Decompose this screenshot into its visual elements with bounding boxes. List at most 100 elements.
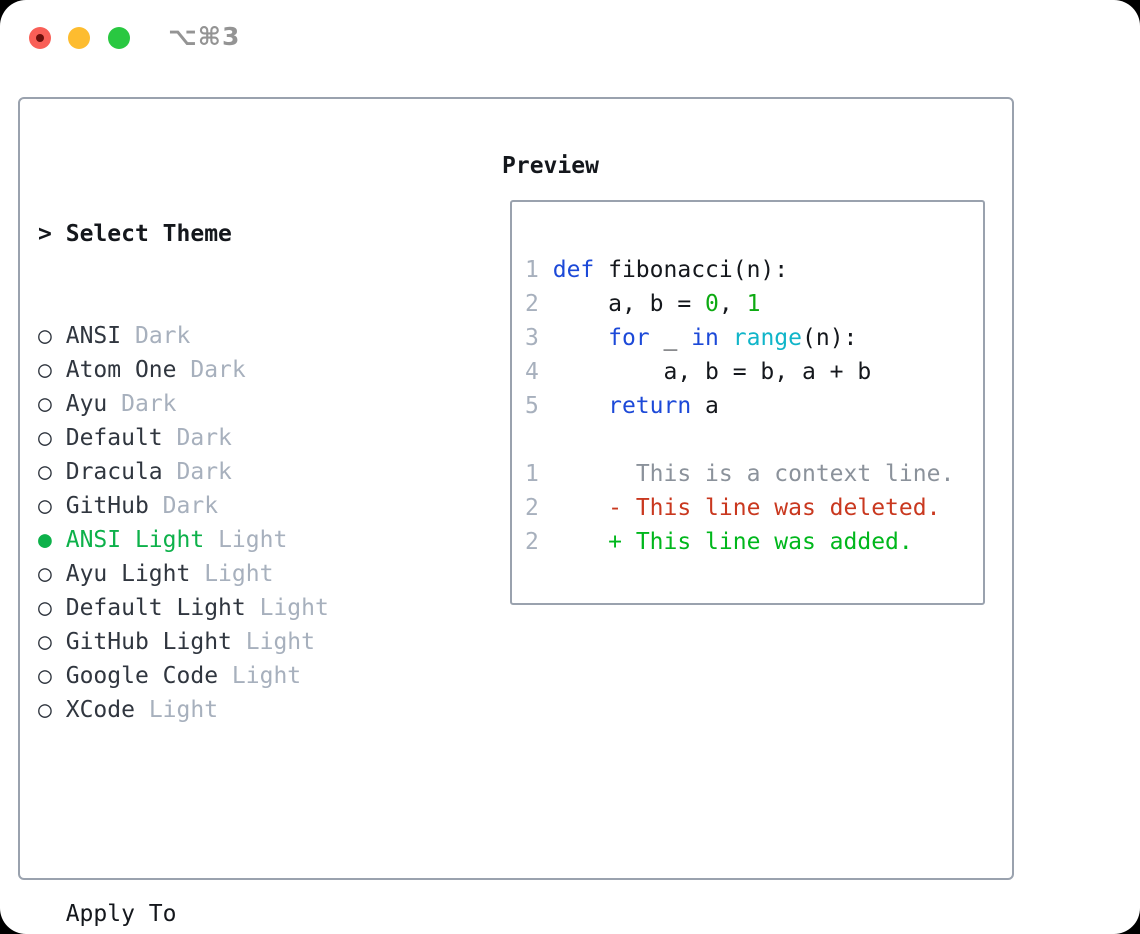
theme-item-github[interactable]: ○ GitHub Dark: [38, 489, 426, 523]
theme-item-default-light[interactable]: ○ Default Light Light: [38, 591, 426, 625]
line-number: 2: [525, 495, 539, 521]
radio-unselected-icon: ○: [38, 697, 52, 723]
radio-unselected-icon: ○: [38, 663, 52, 689]
apply-to-header: Apply To: [38, 897, 426, 931]
radio-unselected-icon: ○: [38, 595, 52, 621]
diff-line-deleted: 2 - This line was deleted.: [525, 491, 954, 525]
diff-sign: -: [608, 495, 636, 521]
theme-variant: Dark: [176, 459, 232, 485]
diff-text: This line was added.: [635, 529, 913, 555]
close-button[interactable]: [29, 27, 51, 49]
code-line: 5 return a: [525, 389, 954, 423]
theme-item-ayu-light[interactable]: ○ Ayu Light Light: [38, 557, 426, 591]
radio-unselected-icon: ○: [38, 425, 52, 451]
theme-item-xcode[interactable]: ○ XCode Light: [38, 693, 426, 727]
line-number: 1: [525, 461, 539, 487]
code-token: [553, 325, 608, 351]
select-theme-title: Select Theme: [65, 221, 232, 247]
theme-item-atom-one[interactable]: ○ Atom One Dark: [38, 353, 426, 387]
prompt-icon: >: [38, 221, 52, 247]
radio-unselected-icon: ○: [38, 629, 52, 655]
code-token: 0: [705, 291, 719, 317]
diff-text: This line was deleted.: [635, 495, 941, 521]
theme-variant: Dark: [176, 425, 232, 451]
theme-name: XCode: [65, 697, 135, 723]
apply-to-title: Apply To: [65, 901, 177, 927]
diff-sign: +: [608, 529, 636, 555]
theme-variant: Light: [231, 663, 302, 689]
theme-name: Ayu Light: [65, 561, 191, 587]
code-token: [719, 325, 733, 351]
code-line: 2 a, b = 0, 1: [525, 287, 954, 321]
line-number: 5: [525, 393, 539, 419]
code-token: 1: [746, 291, 761, 317]
theme-name: GitHub: [65, 493, 149, 519]
theme-name: Ayu: [65, 391, 108, 417]
code-token: ,: [718, 291, 747, 317]
theme-name: Google Code: [65, 663, 219, 689]
theme-variant: Dark: [121, 391, 177, 417]
diff-line-added: 2 + This line was added.: [525, 525, 954, 559]
window-title: ⌥⌘3: [168, 22, 241, 51]
theme-item-github-light[interactable]: ○ GitHub Light Light: [38, 625, 426, 659]
theme-name: Dracula: [65, 459, 163, 485]
code-token: [553, 393, 608, 419]
radio-unselected-icon: ○: [38, 493, 52, 519]
theme-item-dracula[interactable]: ○ Dracula Dark: [38, 455, 426, 489]
code-token: a, b = b, a + b: [552, 359, 872, 385]
theme-item-default[interactable]: ○ Default Dark: [38, 421, 426, 455]
theme-variant: Light: [148, 697, 219, 723]
theme-list: ○ ANSI Dark○ Atom One Dark○ Ayu Dark○ De…: [38, 319, 426, 727]
code-line: 3 for _ in range(n):: [525, 321, 954, 355]
line-number: 2: [525, 291, 539, 317]
code-line: 1 def fibonacci(n):: [525, 253, 954, 287]
spacer: [38, 795, 426, 829]
theme-variant: Light: [259, 595, 329, 621]
code-token: _: [649, 325, 692, 351]
radio-unselected-icon: ○: [38, 459, 52, 485]
theme-variant: Light: [245, 629, 315, 655]
theme-variant: Dark: [190, 357, 246, 383]
theme-item-google-code[interactable]: ○ Google Code Light: [38, 659, 426, 693]
code-token: a: [691, 393, 719, 419]
code-token: (n):: [802, 325, 858, 351]
theme-picker-panel: > Select Theme ○ ANSI Dark○ Atom One Dar…: [18, 97, 1014, 927]
theme-name: ANSI Light: [65, 527, 205, 553]
preview-title: Preview: [502, 153, 599, 179]
code-token: range: [732, 325, 803, 351]
theme-variant: Light: [204, 561, 274, 587]
radio-selected-icon: ●: [38, 527, 52, 553]
code-line: 4 a, b = b, a + b: [525, 355, 954, 389]
radio-unselected-icon: ○: [38, 391, 52, 417]
code-token: a, b =: [552, 291, 706, 317]
theme-item-ayu[interactable]: ○ Ayu Dark: [38, 387, 426, 421]
radio-unselected-icon: ○: [38, 561, 52, 587]
code-token: in: [691, 325, 719, 351]
line-number: 3: [525, 325, 539, 351]
theme-item-ansi-light[interactable]: ● ANSI Light Light: [38, 523, 426, 557]
theme-name: Atom One: [65, 357, 177, 383]
select-theme-header: > Select Theme: [38, 217, 426, 251]
diff-sign: [608, 461, 636, 487]
theme-name: Default: [65, 425, 163, 451]
code-token: for: [608, 325, 650, 351]
code-token: fibonacci(n):: [594, 257, 789, 283]
code-token: return: [608, 393, 692, 419]
code-token: def: [552, 257, 595, 283]
line-number: 2: [525, 529, 539, 555]
radio-unselected-icon: ○: [38, 357, 52, 383]
radio-unselected-icon: ○: [38, 323, 52, 349]
theme-variant: Dark: [162, 493, 219, 519]
theme-item-ansi[interactable]: ○ ANSI Dark: [38, 319, 426, 353]
zoom-button[interactable]: [108, 27, 130, 49]
line-number: 1: [525, 257, 539, 283]
theme-name: GitHub Light: [65, 629, 232, 655]
minimize-button[interactable]: [68, 27, 90, 49]
diff-line-context: 1 This is a context line.: [525, 457, 954, 491]
theme-variant: Light: [218, 527, 288, 553]
line-number: 4: [525, 359, 539, 385]
theme-name: Default Light: [65, 595, 246, 621]
